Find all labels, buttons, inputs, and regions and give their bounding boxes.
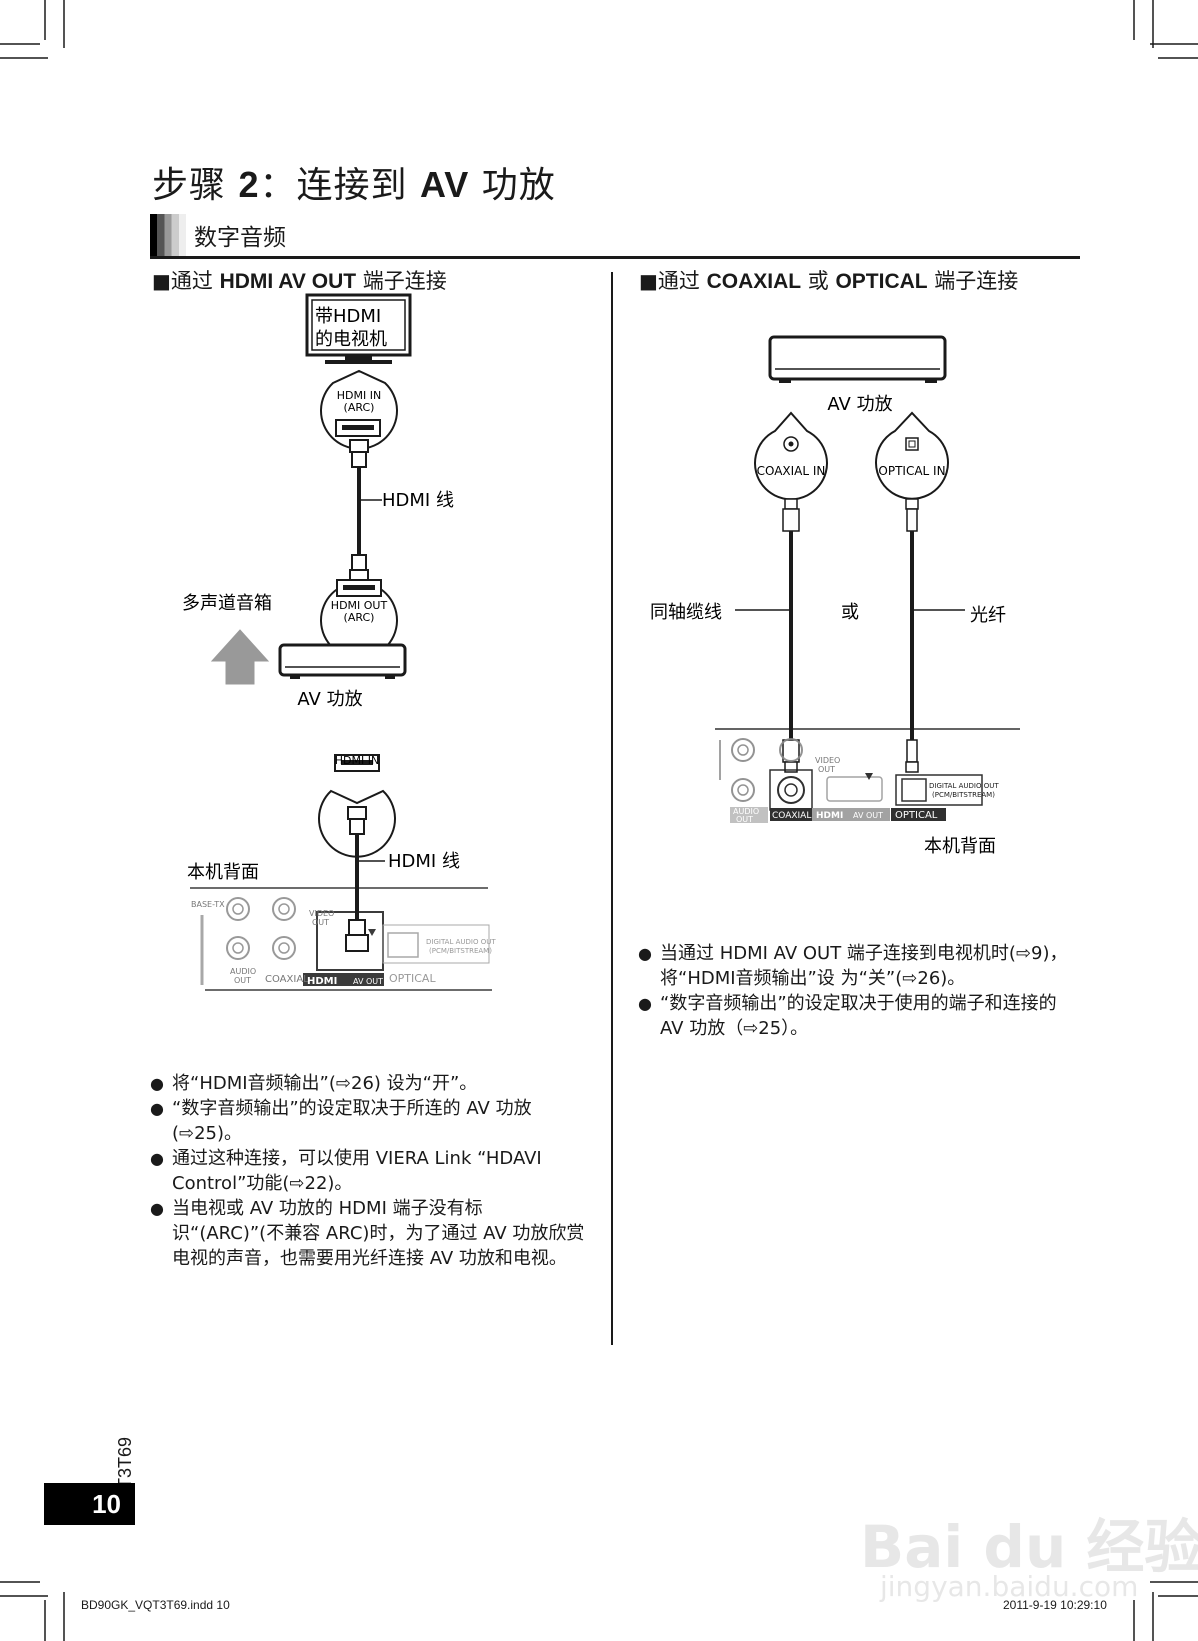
hdmi-cable-2 [345,806,385,952]
hdmi-cable-2-label: HDMI 线 [388,851,460,872]
left-video-out-label: VIDEO [309,909,334,918]
left-audio-out-label: AUDIO [230,967,256,976]
section-label: 数字音频 [194,225,286,251]
right-rear-panel-label: 本机背面 [924,836,996,857]
right-digital-audio-out-sublabel: (PCM/BITSTREAM) [932,791,995,799]
tv-icon [305,293,412,364]
right-audio-out-label: AUDIO [733,807,759,816]
coaxial-cable [735,498,800,773]
left-video-out-sublabel: OUT [312,918,329,927]
right-av-amp-label: AV 功放 [827,394,892,415]
optical-cable [905,498,965,773]
left-optical-label: OPTICAL [389,972,436,985]
right-audio-out-sublabel: OUT [736,815,753,824]
left-coaxial-label: COAXIAL [265,974,309,985]
section-header: 数字音频 [150,214,1080,259]
right-av-out-label: AV OUT [853,811,883,820]
hdmi-in-arc-label: HDMI IN [337,389,381,402]
up-arrow-icon [210,629,270,685]
footer-file: BD90GK_VQT3T69.indd 10 [81,1598,230,1612]
av-amp-icon [278,643,407,679]
left-av-out-label: AV OUT [353,977,383,986]
hdmi-out-arc-sublabel: (ARC) [344,611,375,624]
right-notes: 当通过 HDMI AV OUT 端子连接到电视机时(⇨9)，将“HDMI音频输出… [638,941,1078,1041]
optical-in-label: OPTICAL IN [878,464,945,478]
right-coaxial-label: COAXIAL [772,811,811,821]
hdmi-in-label: HDMI IN [335,754,379,767]
watermark-url: jingyan.baidu.com [880,1570,1139,1603]
right-digital-audio-out-label: DIGITAL AUDIO OUT [929,782,999,790]
baidu-watermark: Bai du 经验 jingyan.baidu.com [850,1460,1198,1610]
left-digital-audio-out-label: DIGITAL AUDIO OUT [426,938,496,946]
page-number: 10 [44,1483,135,1525]
right-av-amp-icon [768,335,947,383]
watermark-main: Bai du 经验 [860,1513,1198,1581]
hdmi-cable-1 [349,439,382,583]
left-audio-out-sublabel: OUT [234,976,251,985]
left-note-4: 当电视或 AV 功放的 HDMI 端子没有标识“(ARC)”(不兼容 ARC)时… [150,1196,590,1271]
left-digital-audio-out-sublabel: (PCM/BITSTREAM) [429,947,492,955]
right-optical-label: OPTICAL [895,810,938,821]
right-hdmi-logo: HDMI [816,811,843,821]
optical-in-callout [875,411,949,500]
section-gradient-marker [150,214,186,256]
right-heading: ■通过 COAXIAL 或 OPTICAL 端子连接 [639,269,1019,293]
left-note-2: “数字音频输出”的设定取决于所连的 AV 功放(⇨25)。 [150,1096,590,1146]
right-note-2: “数字音频输出”的设定取决于使用的端子和连接的 AV 功放（⇨25）。 [638,991,1078,1041]
right-video-out-sublabel: OUT [818,765,835,774]
hdmi-out-arc-callout [320,579,398,662]
coaxial-in-label: COAXIAL IN [757,464,826,478]
hdmi-out-arc-label: HDMI OUT [331,599,388,612]
coaxial-optical-diagram: AV 功放 COAXIAL IN OPTICAL IN 同轴缆线 或 光纤 [650,335,1020,857]
column-divider [611,272,613,1345]
left-note-1: 将“HDMI音频输出”(⇨26) 设为“开”。 [150,1071,590,1096]
left-heading: ■通过 HDMI AV OUT 端子连接 [152,269,447,293]
av-amp-label: AV 功放 [297,689,362,710]
multichannel-speakers-label: 多声道音箱 [182,593,272,614]
left-hdmi-logo: HDMI [307,976,337,987]
left-note-3: 通过这种连接，可以使用 VIERA Link “HDAVI Control”功能… [150,1146,590,1196]
optical-fiber-label: 光纤 [970,605,1006,626]
page-title: 步骤 2：连接到 AV 功放 [152,164,556,206]
hdmi-in-arc-sublabel: (ARC) [344,401,375,414]
left-notes: 将“HDMI音频输出”(⇨26) 设为“开”。 “数字音频输出”的设定取决于所连… [150,1071,590,1271]
hdmi-cable-1-label: HDMI 线 [382,490,454,511]
tv-label-line2: 的电视机 [315,329,387,350]
tv-label-line1: 带HDMI [315,306,381,327]
right-video-out-label: VIDEO [815,756,840,765]
left-rear-panel [190,887,492,991]
or-label: 或 [841,602,859,623]
right-rear-panel [715,728,1020,823]
right-note-1: 当通过 HDMI AV OUT 端子连接到电视机时(⇨9)，将“HDMI音频输出… [638,941,1078,991]
coaxial-in-callout [754,411,828,501]
left-rear-panel-label: 本机背面 [187,862,259,883]
footer-timestamp: 2011-9-19 10:29:10 [1003,1598,1107,1612]
hdmi-connection-diagram: 带HDMI 的电视机 HDMI IN (ARC) HDMI 线 HDMI OUT… [182,293,496,991]
base-tx-label: BASE-TX [191,900,225,909]
coax-cable-label: 同轴缆线 [650,602,722,623]
